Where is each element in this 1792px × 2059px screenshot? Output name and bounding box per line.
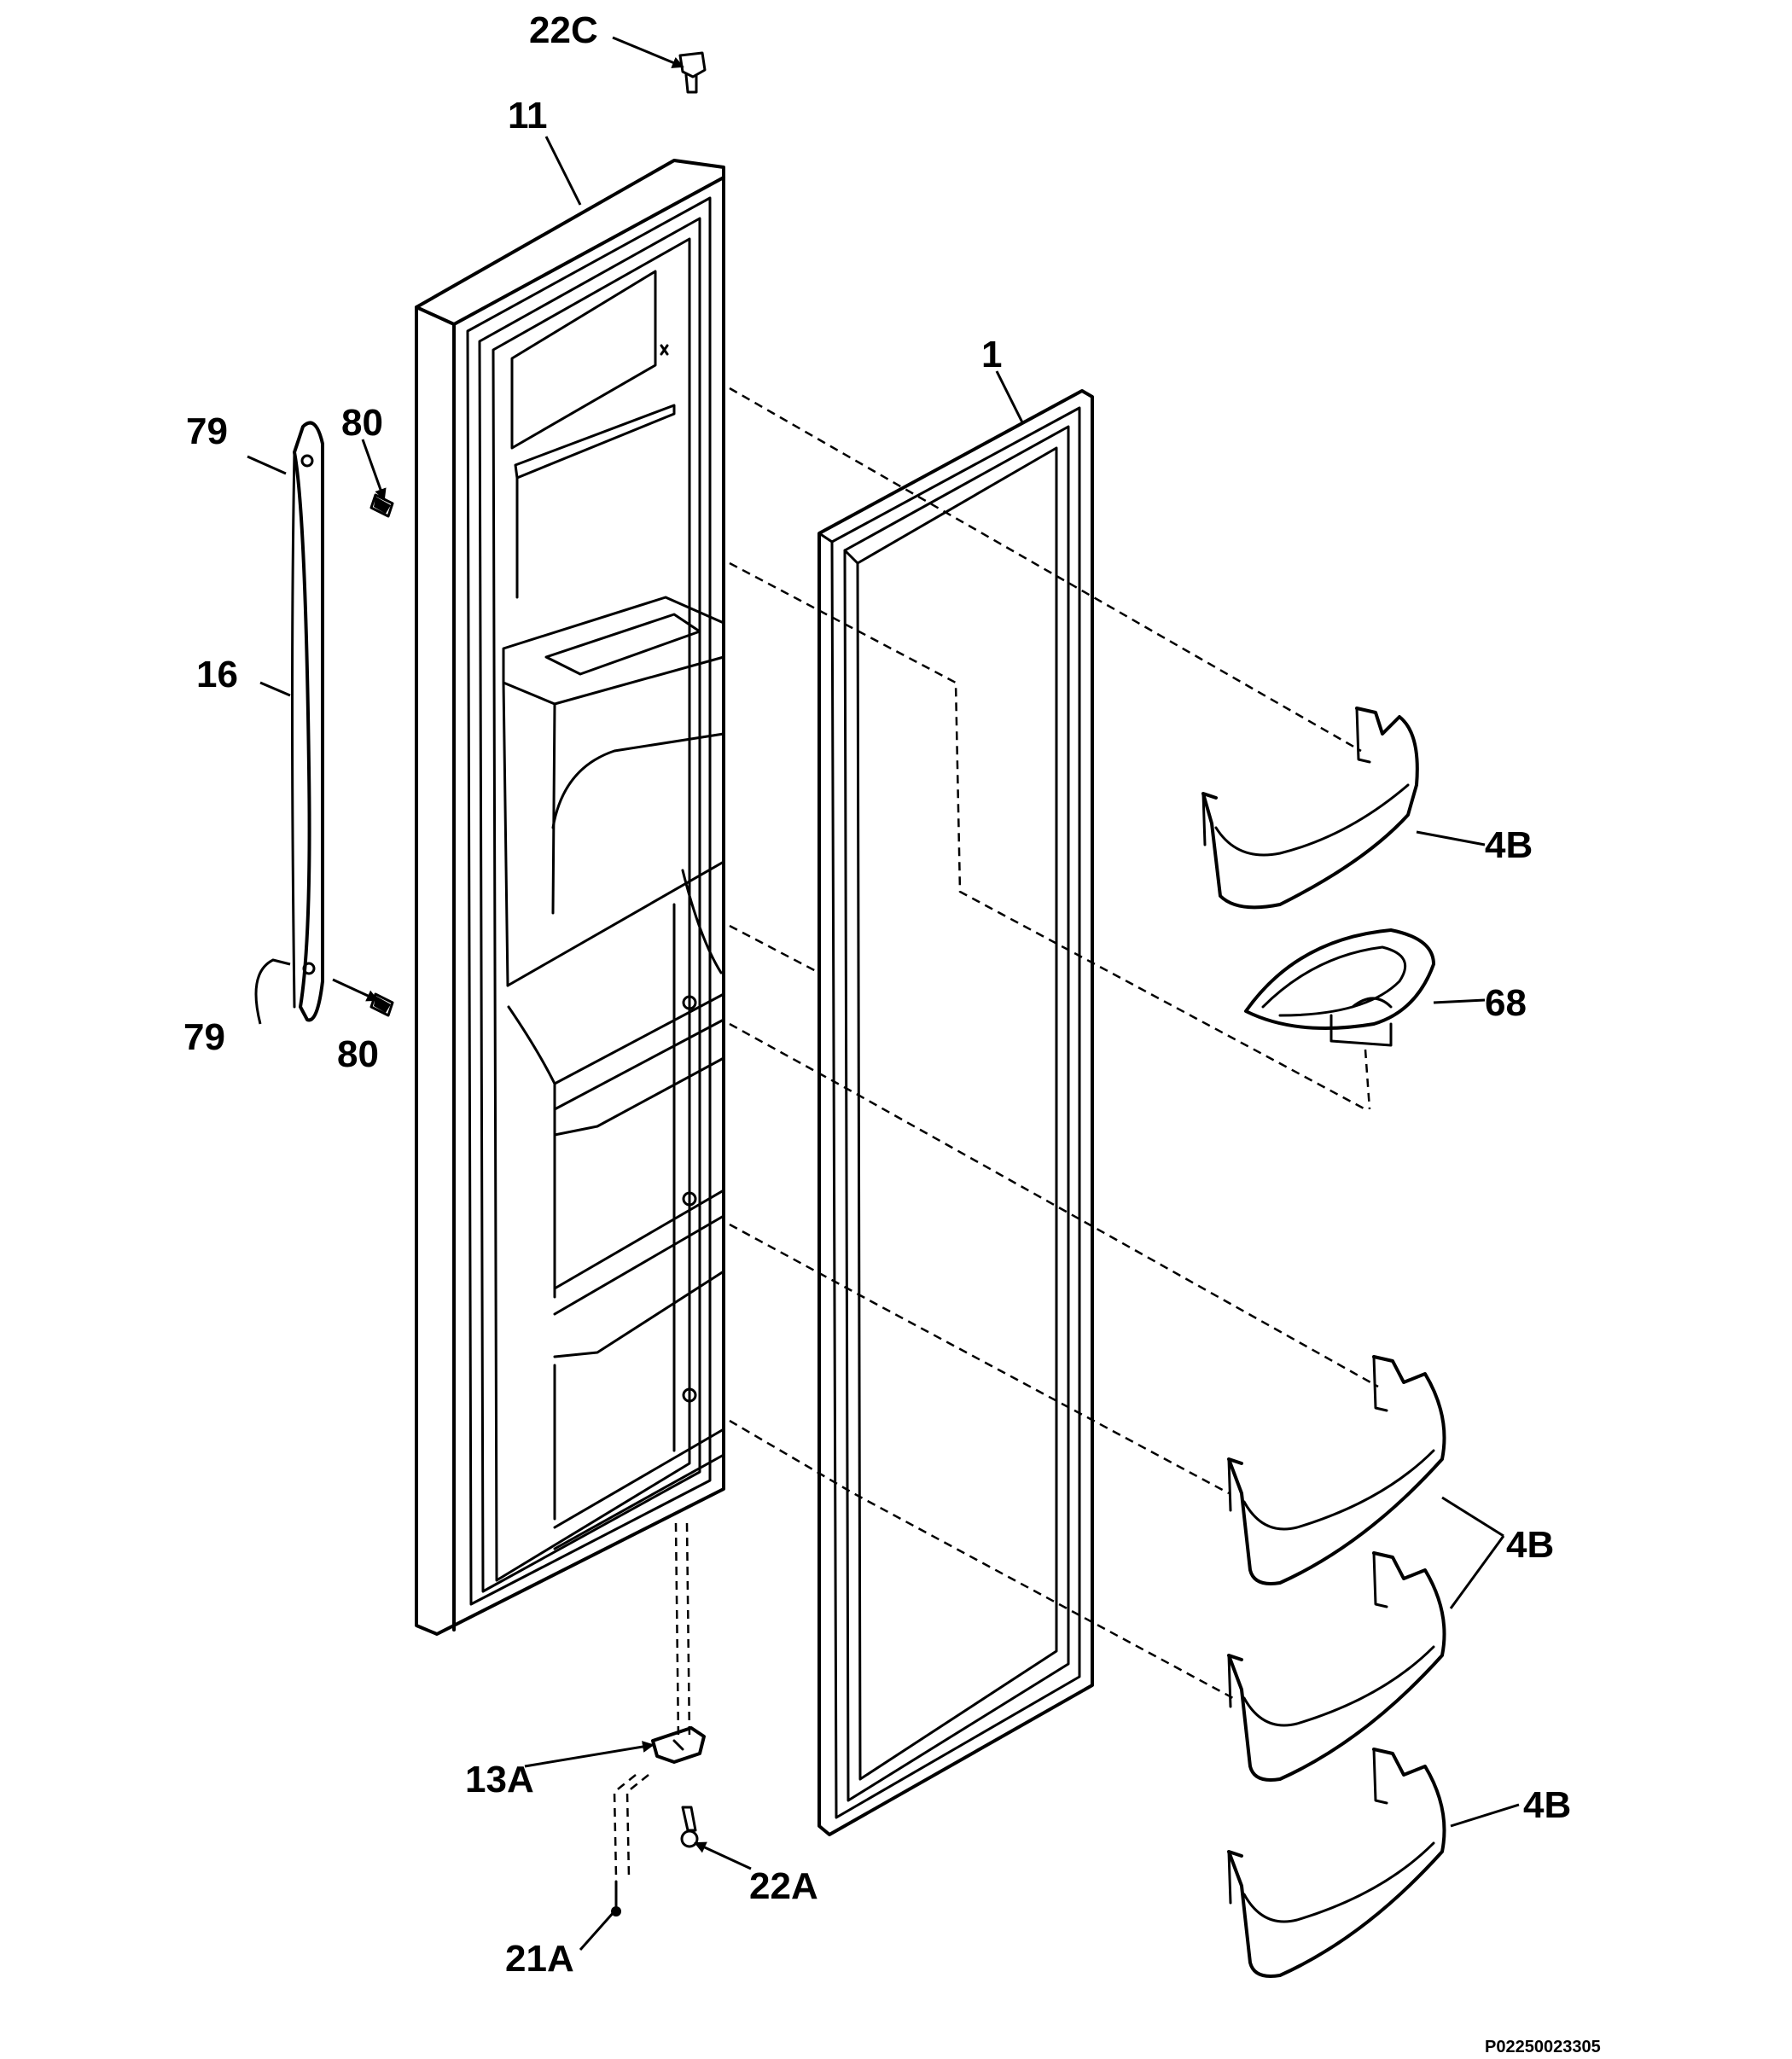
part-13a-bottom-hinge [651,1726,706,1764]
label-79-bottom: 79 [183,1016,225,1058]
label-4b-bottom: 4B [1523,1784,1571,1826]
label-21a: 21A [505,1938,574,1980]
label-22a: 22A [749,1865,818,1907]
part-4b-bin-lower-1 [1227,1355,1446,1585]
label-80-top: 80 [341,402,383,444]
part-16-handle [291,421,324,1022]
part-4b-bin-lower-3 [1227,1748,1446,1978]
part-22c-hinge-pin [678,51,707,94]
label-80-bottom: 80 [337,1033,379,1075]
label-11: 11 [508,95,548,137]
part-80-screw-bottom [369,992,394,1017]
label-16: 16 [196,654,238,695]
label-1: 1 [981,334,1002,375]
figure-code: P02250023305 [1485,2038,1601,2056]
leader-lines [247,36,1520,1951]
label-79-top: 79 [186,410,228,452]
part-68-dispenser-cup [1244,928,1435,1047]
label-68: 68 [1485,982,1527,1024]
part-labels: 22C 11 1 79 80 16 79 80 4B 68 4B 4B 13A … [183,9,1601,2056]
part-21a-screw [611,1880,621,1916]
part-4b-bin-lower-2 [1227,1551,1446,1782]
part-1-door-gasket [817,389,1094,1836]
assembly-lines [613,387,1379,1878]
label-4b-middle: 4B [1506,1524,1554,1566]
part-4b-bin-top [1201,707,1419,910]
label-13a: 13A [465,1759,534,1800]
part-22a-hinge-pin [680,1806,699,1848]
part-80-screw-top [369,493,394,518]
label-4b-top: 4B [1485,824,1533,866]
label-22c: 22C [529,9,598,51]
part-11-door-liner [415,159,725,1636]
